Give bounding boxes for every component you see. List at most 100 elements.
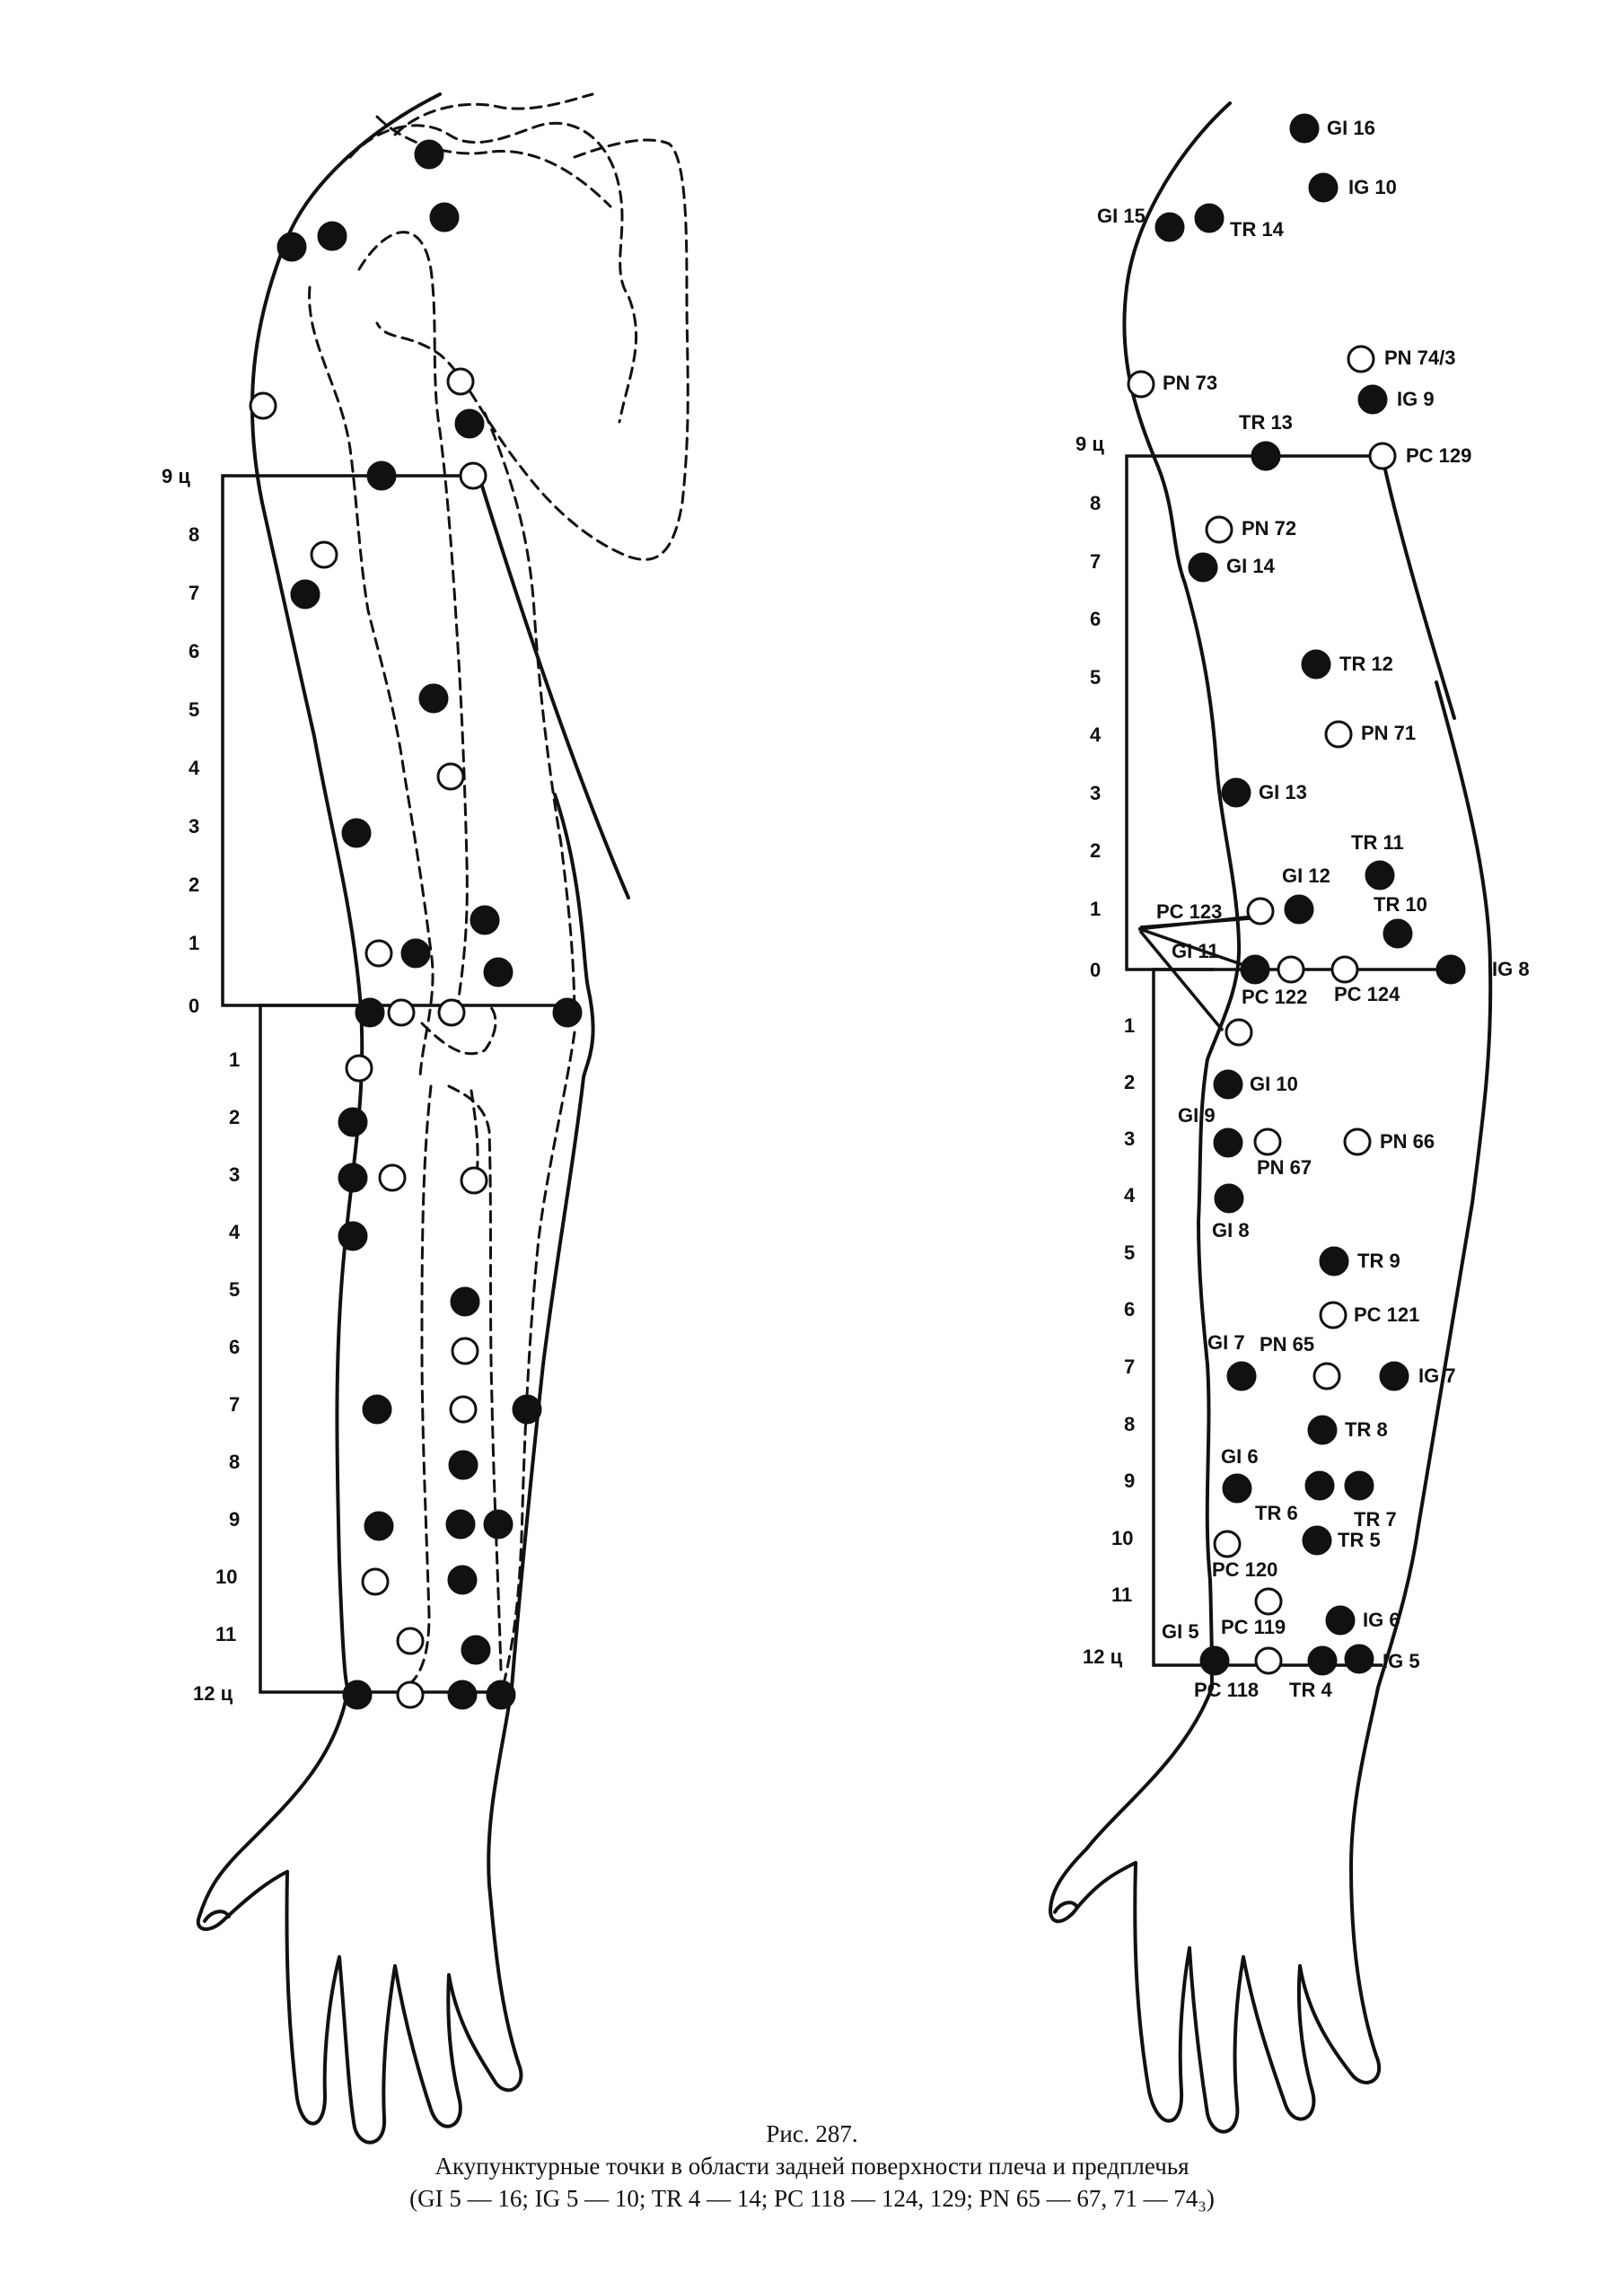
- point-pc123: [1246, 897, 1275, 926]
- point-gi5: [1199, 1645, 1230, 1676]
- left-arm-outline-inner-upper: [478, 478, 630, 899]
- point-gi7: [1226, 1361, 1257, 1391]
- label-pn72: PN 72: [1242, 517, 1296, 540]
- point-gi15: [1154, 212, 1185, 242]
- left-scale-9: 9 ц: [162, 465, 190, 487]
- right-arm: 9 ц 8 7 6 5 4 3 2 1 0 1 2 3 4 5 6 7 8 9 …: [1049, 101, 1530, 2134]
- right-scale-2: 2: [1090, 839, 1101, 862]
- right-scale-3: 3: [1090, 782, 1101, 804]
- label-tr5: TR 5: [1338, 1529, 1381, 1551]
- point-ig9: [1357, 384, 1388, 415]
- label-gi7: GI 7: [1207, 1331, 1245, 1354]
- left-point: [317, 221, 347, 251]
- point-pc124: [1330, 955, 1359, 984]
- right-point-labels: GI 16 IG 10 GI 15 TR 14 PN 74/3 PN 73 IG…: [1097, 117, 1530, 1701]
- left-point: [364, 939, 393, 968]
- right-lscale-5: 5: [1124, 1241, 1135, 1264]
- left-point: [446, 367, 475, 396]
- point-ig6: [1325, 1605, 1356, 1636]
- right-scale-5: 5: [1090, 666, 1101, 689]
- caption-number: Рис. 287.: [766, 2120, 858, 2147]
- right-arm-outline-right-upper: [1381, 456, 1456, 720]
- left-point: [483, 1509, 514, 1540]
- label-gi13: GI 13: [1259, 781, 1307, 803]
- label-tr11: TR 11: [1351, 831, 1404, 854]
- label-pn743: PN 74/3: [1384, 347, 1456, 369]
- label-gi16: GI 16: [1327, 117, 1375, 139]
- left-point: [454, 408, 485, 439]
- label-pn66: PN 66: [1380, 1130, 1435, 1153]
- label-tr12: TR 12: [1339, 653, 1393, 675]
- point-pc119: [1254, 1587, 1283, 1616]
- point-gi10: [1213, 1069, 1243, 1100]
- left-lscale-8: 8: [229, 1451, 240, 1473]
- right-upper-scale: 9 ц 8 7 6 5 4 3 2 1 0: [1075, 433, 1104, 981]
- point-gi16: [1289, 113, 1320, 144]
- left-point: [449, 1395, 478, 1424]
- point-pc122: [1277, 955, 1305, 984]
- left-scale-4: 4: [189, 757, 200, 779]
- left-point: [436, 762, 465, 791]
- point-pn743: [1347, 345, 1375, 373]
- right-scale-9: 9 ц: [1075, 433, 1104, 455]
- caption-subtitle: (GI 5 — 16; IG 5 — 10; TR 4 — 14; PC 118…: [409, 2185, 1215, 2212]
- right-lscale-7: 7: [1124, 1355, 1135, 1378]
- label-gi15: GI 15: [1097, 205, 1146, 227]
- left-point: [342, 1680, 373, 1710]
- left-arm-outline-outer: [250, 92, 442, 1689]
- point-gi6: [1222, 1473, 1252, 1504]
- left-point: [429, 202, 460, 232]
- label-ig8: IG 8: [1492, 958, 1530, 980]
- right-lscale-12: 12 ц: [1083, 1645, 1123, 1668]
- label-tr9: TR 9: [1357, 1250, 1400, 1272]
- label-gi11: GI 11: [1172, 940, 1219, 962]
- point-tr5: [1302, 1525, 1332, 1556]
- right-points: [1127, 113, 1466, 1676]
- left-point: [387, 998, 416, 1027]
- left-point: [459, 461, 487, 490]
- right-scale-6: 6: [1090, 608, 1101, 630]
- left-upper-dash-a: [308, 285, 435, 1079]
- label-gi8: GI 8: [1212, 1219, 1250, 1241]
- point-ig5: [1344, 1644, 1374, 1674]
- left-lscale-7: 7: [229, 1393, 240, 1416]
- left-lscale-10: 10: [215, 1566, 237, 1588]
- left-scale-2: 2: [189, 873, 199, 896]
- left-lscale-4: 4: [229, 1221, 241, 1243]
- point-pn67: [1253, 1127, 1282, 1156]
- left-elbow-dash: [420, 1004, 497, 1056]
- left-point: [512, 1394, 542, 1425]
- label-pc124: PC 124: [1334, 983, 1400, 1005]
- left-point: [355, 997, 385, 1028]
- left-point: [418, 683, 449, 714]
- left-point: [362, 1394, 392, 1425]
- right-scale-1: 1: [1090, 898, 1101, 920]
- label-pn65: PN 65: [1260, 1333, 1314, 1355]
- left-point: [450, 1286, 480, 1317]
- label-pc121: PC 121: [1354, 1303, 1419, 1326]
- left-point: [396, 1627, 425, 1655]
- left-lower-frame: [259, 1004, 512, 1694]
- right-lscale-9: 9: [1124, 1469, 1135, 1492]
- point-tr7: [1344, 1470, 1374, 1501]
- left-shoulder-dash-1: [348, 121, 638, 424]
- point-tr8: [1307, 1415, 1338, 1445]
- label-ig5: IG 5: [1383, 1650, 1420, 1672]
- left-scale-0: 0: [189, 995, 199, 1017]
- left-scale-5: 5: [189, 698, 199, 721]
- point-gi11: [1240, 954, 1270, 985]
- left-point: [345, 1054, 373, 1083]
- right-lscale-11: 11: [1111, 1584, 1132, 1606]
- right-scale-7: 7: [1090, 550, 1101, 573]
- right-thumb-nail: [1053, 1900, 1079, 1914]
- point-gi9: [1213, 1127, 1243, 1158]
- left-lscale-11: 11: [215, 1623, 236, 1645]
- left-shoulder-dash-3: [393, 92, 594, 136]
- right-lscale-2: 2: [1124, 1071, 1135, 1093]
- point-gi14: [1188, 552, 1218, 583]
- label-ig10: IG 10: [1348, 176, 1397, 198]
- label-pc119: PC 119: [1221, 1616, 1286, 1638]
- label-tr6: TR 6: [1255, 1502, 1298, 1524]
- left-point: [378, 1163, 407, 1192]
